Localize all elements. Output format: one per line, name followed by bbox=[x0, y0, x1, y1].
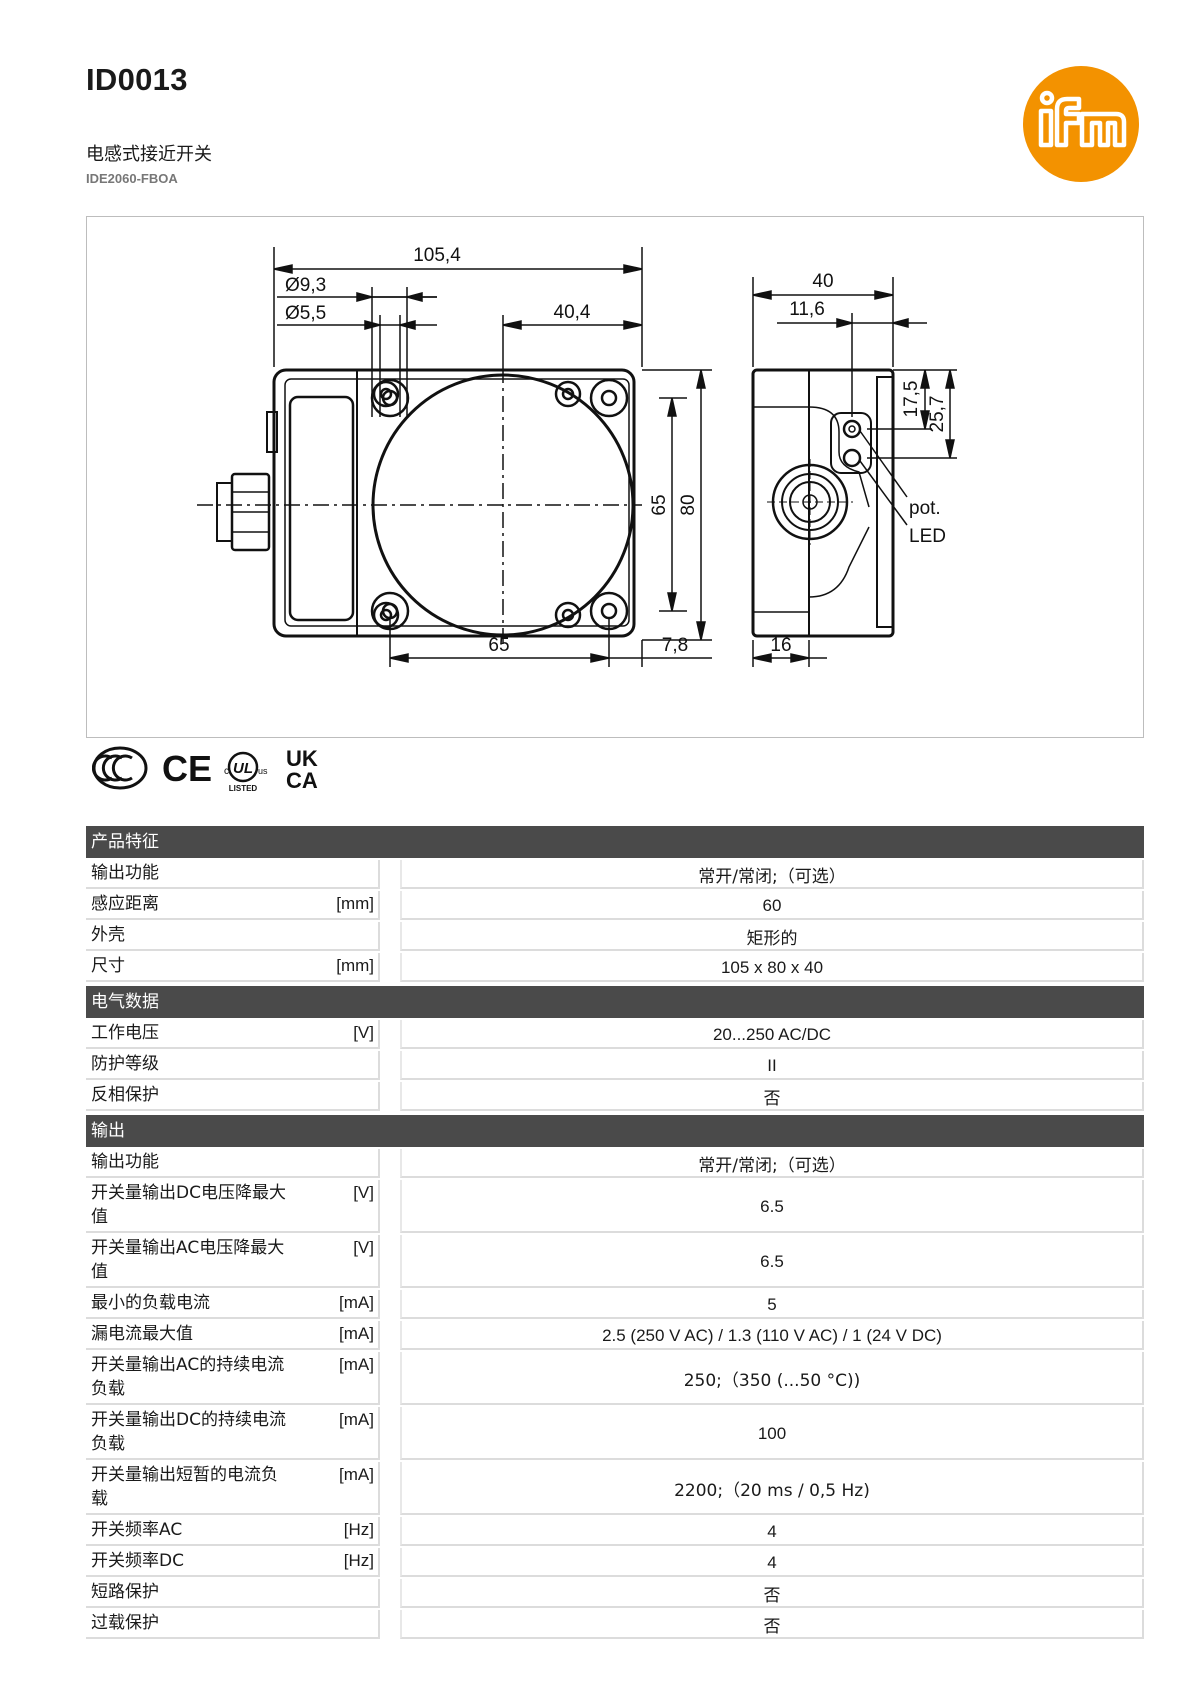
row-value: 矩形的 bbox=[400, 922, 1144, 951]
dim-side-offset: 11,6 bbox=[789, 299, 825, 320]
table-row: 开关频率DC[Hz]4 bbox=[86, 1548, 1144, 1577]
dim-hole-large: Ø9,3 bbox=[285, 275, 326, 296]
table-row: 开关量输出AC的持续电流负载[mA]250;（350 (...50 °C)) bbox=[86, 1352, 1144, 1405]
row-label: 漏电流最大值 bbox=[91, 1324, 193, 1344]
dim-height-inner: 65 bbox=[649, 494, 670, 515]
row-label: 开关量输出AC电压降最大值 bbox=[91, 1238, 285, 1282]
row-value: 2.5 (250 V AC) / 1.3 (110 V AC) / 1 (24 … bbox=[400, 1321, 1144, 1350]
certification-marks: CE UL c us LISTED UK CA bbox=[91, 744, 332, 794]
led-indicator bbox=[842, 448, 862, 468]
row-label: 短路保护 bbox=[91, 1582, 159, 1602]
ccc-mark-icon bbox=[91, 746, 148, 790]
ce-mark-icon: CE bbox=[162, 748, 212, 789]
section-header-outputs: 输出 bbox=[86, 1115, 1144, 1147]
svg-text:us: us bbox=[258, 766, 268, 776]
ukca-mark-icon: UK CA bbox=[286, 746, 318, 793]
specification-tables: 产品特征 输出功能常开/常闭;（可选） 感应距离[mm]60 外壳矩形的 尺寸[… bbox=[86, 822, 1144, 1639]
row-label: 开关量输出DC电压降最大值 bbox=[91, 1183, 286, 1227]
row-label: 防护等级 bbox=[91, 1054, 159, 1074]
table-row: 短路保护 否 bbox=[86, 1579, 1144, 1608]
table-row: 尺寸[mm]105 x 80 x 40 bbox=[86, 953, 1144, 982]
table-row: 防护等级 II bbox=[86, 1051, 1144, 1080]
svg-text:LISTED: LISTED bbox=[229, 784, 258, 793]
dim-side-width: 40 bbox=[812, 271, 833, 292]
product-subtitle: 电感式接近开关 bbox=[86, 144, 212, 165]
table-row: 开关量输出短暂的电流负载[mA]2200;（20 ms / 0,5 Hz) bbox=[86, 1462, 1144, 1515]
pot-label: pot. bbox=[909, 498, 941, 519]
row-value: 5 bbox=[400, 1290, 1144, 1319]
table-row: 输出功能 常开/常闭;（可选） bbox=[86, 1149, 1144, 1178]
row-value: 105 x 80 x 40 bbox=[400, 953, 1144, 982]
table-row: 开关量输出DC的持续电流负载[mA]100 bbox=[86, 1407, 1144, 1460]
row-value: 6.5 bbox=[400, 1235, 1144, 1288]
row-label: 输出功能 bbox=[91, 863, 159, 883]
dim-bottom-pitch: 65 bbox=[488, 635, 509, 656]
row-value: 6.5 bbox=[400, 1180, 1144, 1233]
svg-text:c: c bbox=[224, 766, 229, 777]
dim-side-pot: 17,5 bbox=[901, 381, 922, 418]
dim-center-offset: 40,4 bbox=[554, 302, 591, 323]
dim-bottom-edge: 7,8 bbox=[662, 635, 688, 656]
row-value: 常开/常闭;（可选） bbox=[400, 860, 1144, 889]
table-row: 输出功能 常开/常闭;（可选） bbox=[86, 860, 1144, 889]
row-label: 尺寸 bbox=[91, 956, 125, 976]
table-row: 最小的负载电流[mA]5 bbox=[86, 1290, 1144, 1319]
row-value: II bbox=[400, 1051, 1144, 1080]
dim-side-bottom: 16 bbox=[770, 635, 791, 656]
table-row: 漏电流最大值[mA]2.5 (250 V AC) / 1.3 (110 V AC… bbox=[86, 1321, 1144, 1350]
row-label: 工作电压 bbox=[91, 1023, 159, 1043]
dim-side-led: 25,7 bbox=[927, 396, 948, 433]
row-value: 4 bbox=[400, 1517, 1144, 1546]
row-label: 外壳 bbox=[91, 925, 125, 945]
dim-height-outer: 80 bbox=[678, 494, 699, 515]
row-value: 20...250 AC/DC bbox=[400, 1020, 1144, 1049]
table-row: 过载保护 否 bbox=[86, 1610, 1144, 1639]
section-header-electrical-data: 电气数据 bbox=[86, 986, 1144, 1018]
svg-text:UL: UL bbox=[233, 760, 253, 777]
row-label: 开关频率DC bbox=[91, 1551, 184, 1571]
cul-us-listed-icon: UL c us LISTED bbox=[224, 751, 268, 793]
row-value: 否 bbox=[400, 1082, 1144, 1111]
dim-hole-small: Ø5,5 bbox=[285, 303, 326, 324]
table-row: 感应距离[mm]60 bbox=[86, 891, 1144, 920]
table-row: 开关频率AC[Hz]4 bbox=[86, 1517, 1144, 1546]
row-label: 过载保护 bbox=[91, 1613, 159, 1633]
row-value: 4 bbox=[400, 1548, 1144, 1577]
row-label: 开关频率AC bbox=[91, 1520, 183, 1540]
led-label: LED bbox=[909, 526, 946, 547]
section-header-product-features: 产品特征 bbox=[86, 826, 1144, 858]
ifm-logo-icon bbox=[1022, 65, 1140, 183]
row-value: 100 bbox=[400, 1407, 1144, 1460]
svg-text:UK: UK bbox=[286, 746, 318, 771]
row-label: 开关量输出AC的持续电流负载 bbox=[91, 1355, 285, 1399]
dimension-drawing: 105,4 Ø9,3 Ø5,5 40,4 65 80 65 7,8 bbox=[86, 216, 1144, 738]
table-row: 反相保护 否 bbox=[86, 1082, 1144, 1111]
row-value: 否 bbox=[400, 1610, 1144, 1639]
row-value: 常开/常闭;（可选） bbox=[400, 1149, 1144, 1178]
table-row: 工作电压[V]20...250 AC/DC bbox=[86, 1020, 1144, 1049]
product-title: ID0013 bbox=[86, 62, 188, 97]
row-label: 感应距离 bbox=[91, 894, 159, 914]
row-label: 最小的负载电流 bbox=[91, 1293, 210, 1313]
table-row: 开关量输出DC电压降最大值[V]6.5 bbox=[86, 1180, 1144, 1233]
row-value: 250;（350 (...50 °C)) bbox=[400, 1352, 1144, 1405]
svg-text:CA: CA bbox=[286, 768, 318, 793]
row-value: 60 bbox=[400, 891, 1144, 920]
row-label: 开关量输出短暂的电流负载 bbox=[91, 1465, 278, 1509]
product-code: IDE2060-FBOA bbox=[86, 171, 178, 186]
row-label: 输出功能 bbox=[91, 1152, 159, 1172]
row-value: 2200;（20 ms / 0,5 Hz) bbox=[400, 1462, 1144, 1515]
table-row: 外壳 矩形的 bbox=[86, 922, 1144, 951]
table-row: 开关量输出AC电压降最大值[V]6.5 bbox=[86, 1235, 1144, 1288]
row-label: 反相保护 bbox=[91, 1085, 159, 1105]
row-value: 否 bbox=[400, 1579, 1144, 1608]
front-view-housing bbox=[272, 368, 636, 638]
potentiometer bbox=[842, 419, 862, 439]
row-label: 开关量输出DC的持续电流负载 bbox=[91, 1410, 286, 1454]
dim-overall-width: 105,4 bbox=[413, 245, 461, 266]
